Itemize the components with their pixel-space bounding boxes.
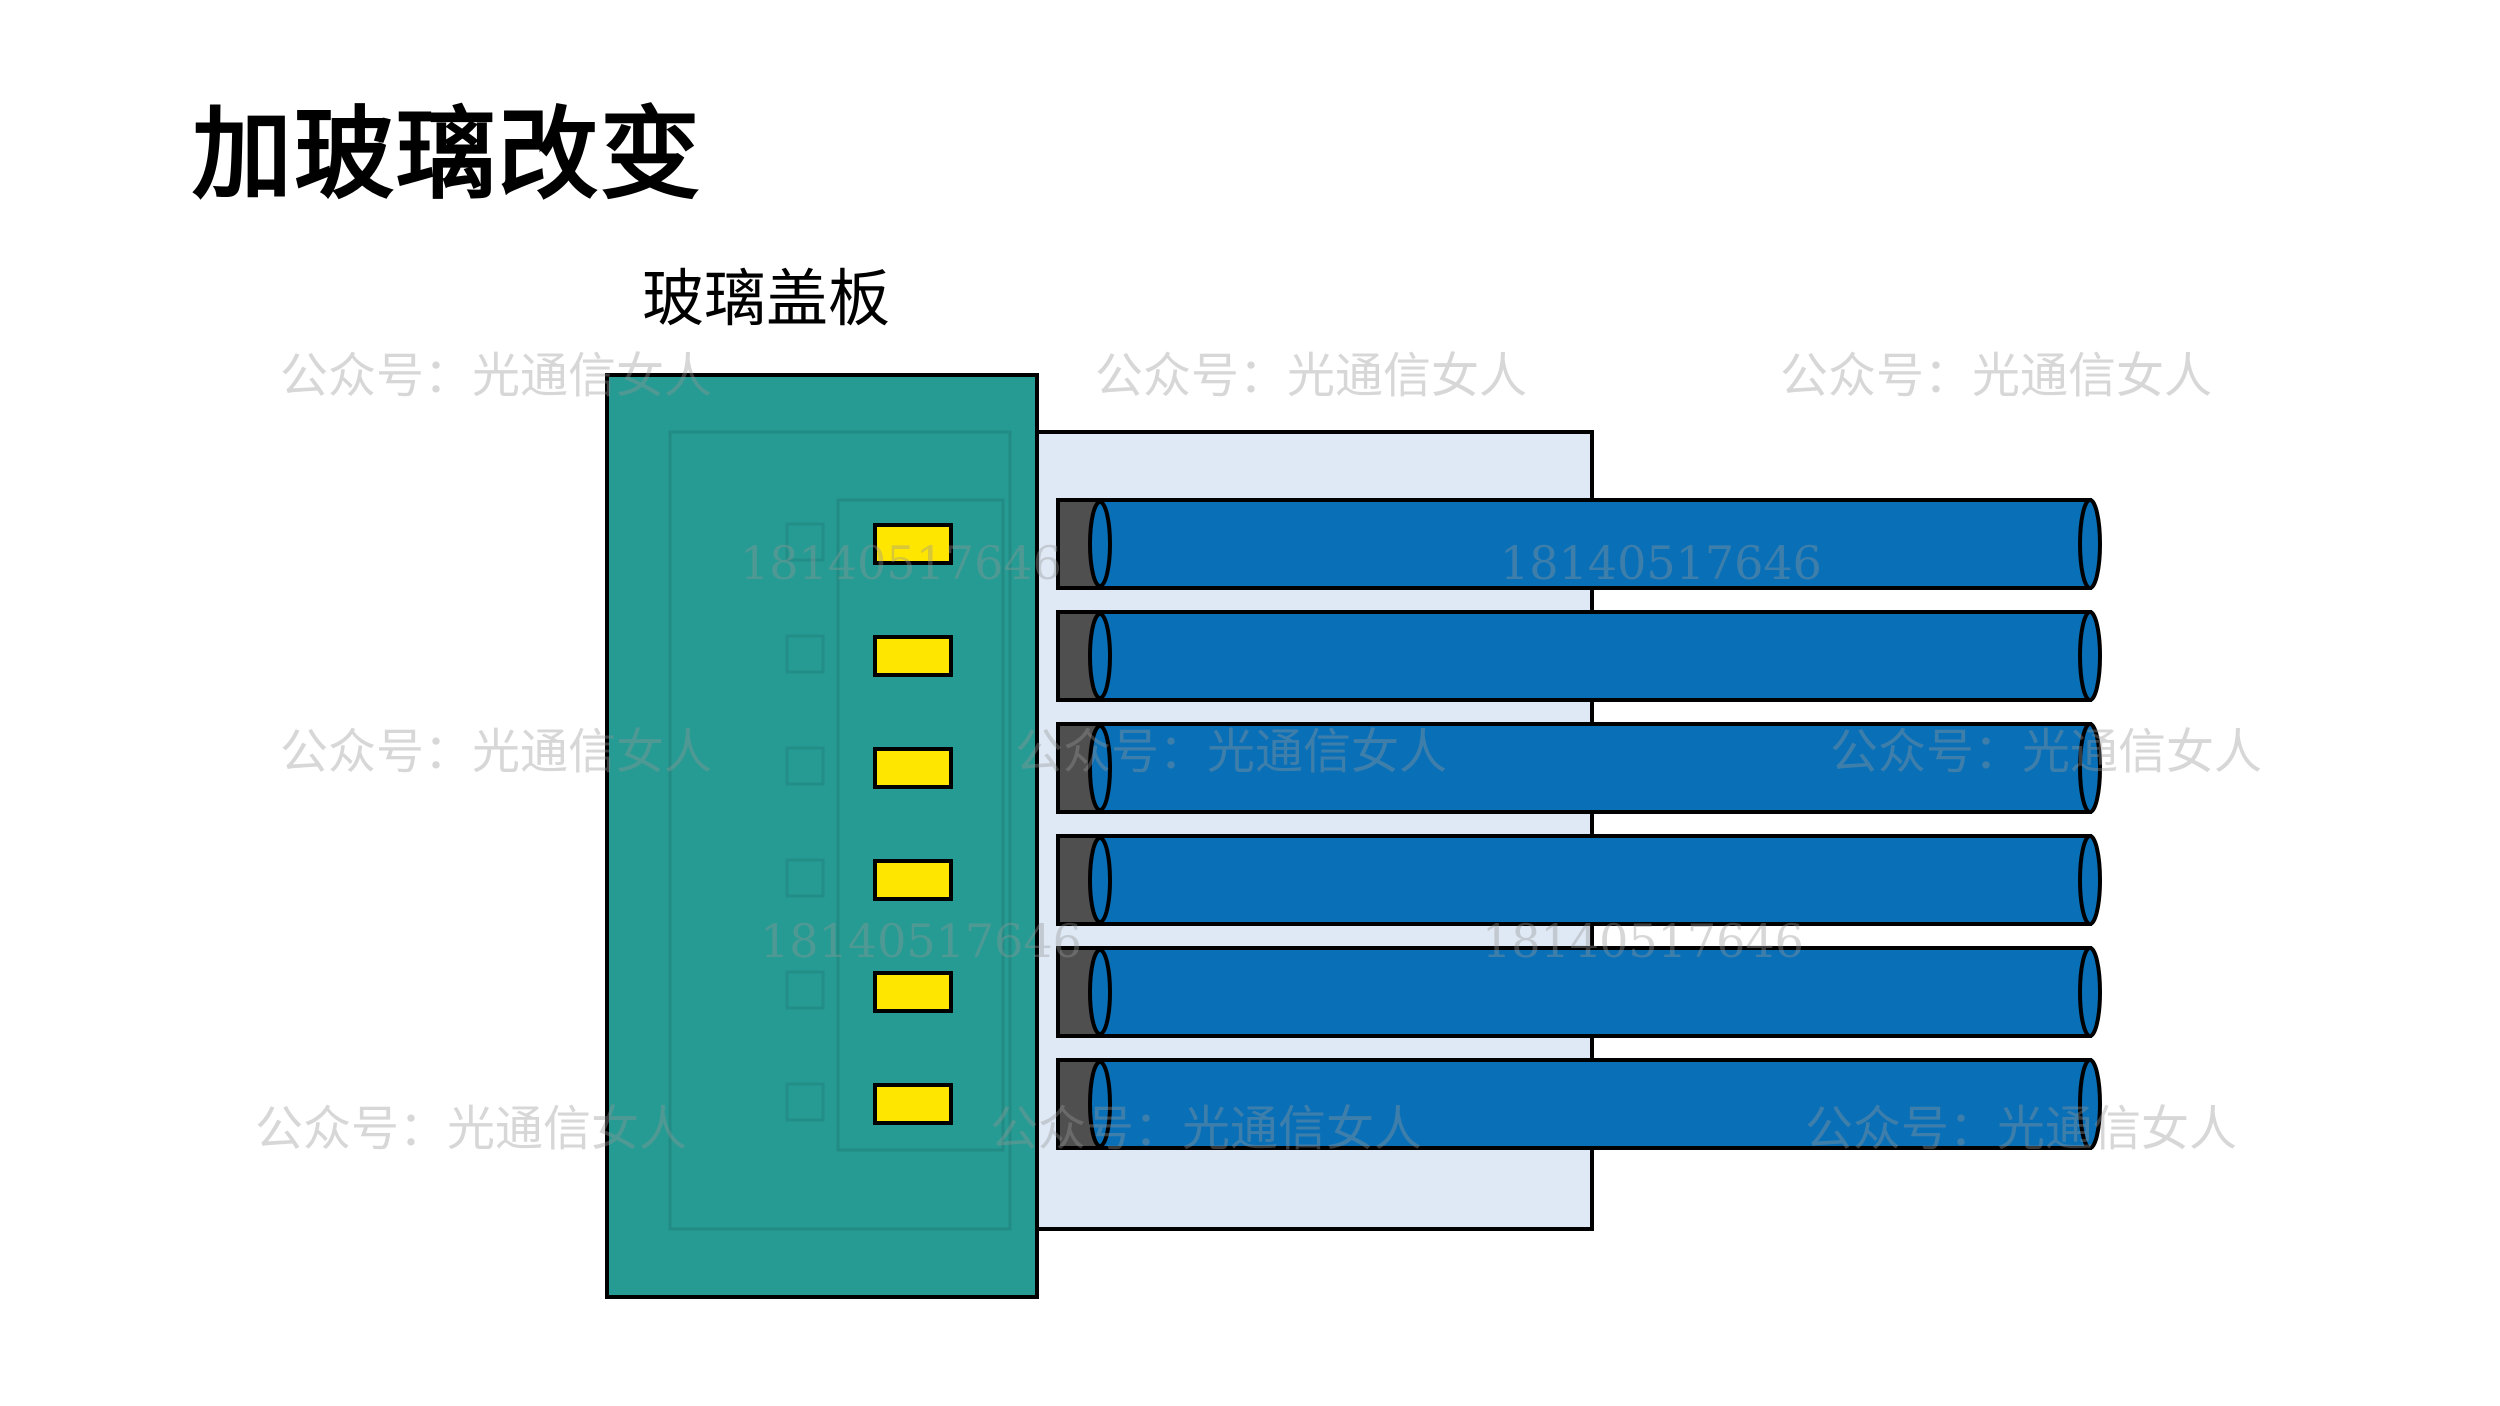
fiber-array [1056, 498, 2102, 1150]
faint-marker [785, 858, 825, 898]
chip-contacts [785, 522, 953, 1125]
fiber-end-cap [2078, 946, 2102, 1038]
faint-marker [785, 746, 825, 786]
fiber [1056, 946, 2102, 1038]
fiber [1056, 834, 2102, 926]
chip-contact [873, 1083, 953, 1125]
fiber-body [1098, 498, 2092, 590]
fiber-end-cap [2078, 610, 2102, 702]
fiber-left-end [1088, 836, 1112, 924]
fiber-left-end [1088, 500, 1112, 588]
faint-marker [785, 634, 825, 674]
fiber-left-end [1088, 724, 1112, 812]
fiber [1056, 722, 2102, 814]
fiber-left-end [1088, 612, 1112, 700]
slide-title: 加玻璃改变 [192, 96, 702, 213]
chip-contact [873, 859, 953, 901]
fiber [1056, 1058, 2102, 1150]
faint-marker [785, 970, 825, 1010]
fiber-end-cap [2078, 722, 2102, 814]
glass-cover-inner-outline [668, 430, 1012, 1231]
fiber-body [1098, 722, 2092, 814]
fiber-end-cap [2078, 1058, 2102, 1150]
faint-marker [785, 1082, 825, 1122]
fiber-body [1098, 1058, 2092, 1150]
fiber-left-end [1088, 1060, 1112, 1148]
fiber [1056, 498, 2102, 590]
fiber-body [1098, 834, 2092, 926]
fiber [1056, 610, 2102, 702]
faint-marker [785, 522, 825, 562]
fiber-end-cap [2078, 834, 2102, 926]
fiber-body [1098, 610, 2092, 702]
chip-contact [873, 971, 953, 1013]
glass-cover-inner-frame [836, 498, 1005, 1152]
chip-contact [873, 523, 953, 565]
glass-cover [605, 373, 1039, 1299]
glass-cover-label: 玻璃盖板 [642, 262, 891, 335]
fiber-body [1098, 946, 2092, 1038]
fiber-left-end [1088, 948, 1112, 1036]
chip-contact [873, 635, 953, 677]
chip-contact [873, 747, 953, 789]
fiber-end-cap [2078, 498, 2102, 590]
